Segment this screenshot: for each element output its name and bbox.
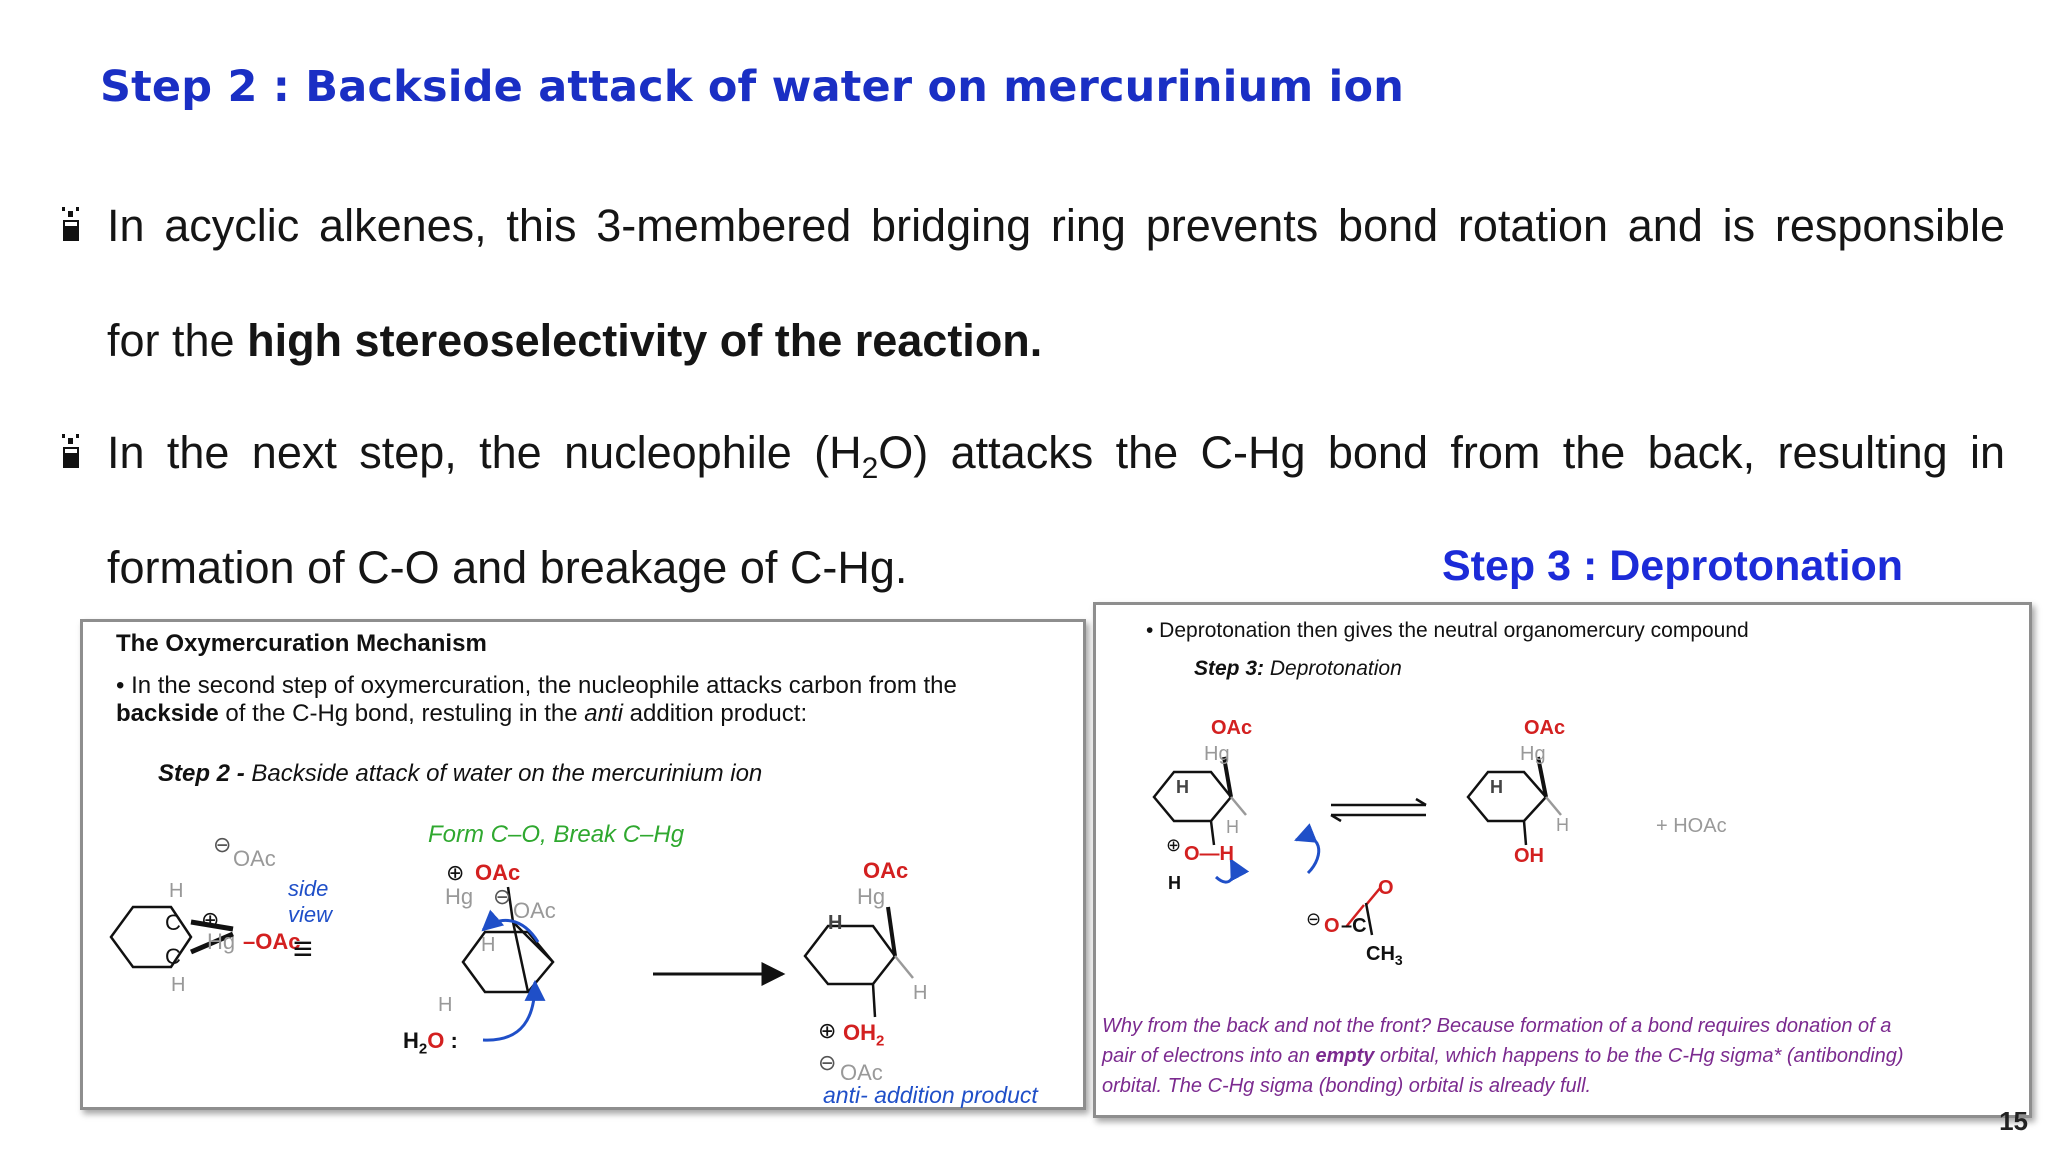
slide-heading: Step 2 : Backside attack of water on mer… [100,62,1405,112]
right-step-caption: Step 3: Deprotonation [1194,657,1402,680]
equilibrium-arrows [1330,797,1427,823]
bullet-icon [62,434,79,468]
side-view-label: view [288,902,333,927]
panel-text-line2: backside of the C-Hg bond, restuling in … [116,700,808,727]
deprotonation-arrow [1294,823,1321,875]
oac-label: OAc [1211,717,1253,739]
mercurinium-ion [109,905,234,969]
panel-step-caption: Step 2 - Backside attack of water on the… [158,760,763,787]
h-label: H [1226,817,1239,837]
form-break-label: Form C–O, Break C–Hg [428,821,685,848]
panel-text-line1: • In the second step of oxymercuration, … [116,672,957,699]
acetate-o-label: O [1324,915,1340,937]
h-label: H [438,994,453,1016]
oac-label: OAc [1524,717,1566,739]
explanation-line3: orbital. The C-Hg sigma (bonding) orbita… [1102,1075,1592,1097]
plus-charge: ⊕ [201,907,220,932]
hg-label: Hg [1204,743,1230,765]
page-number: 15 [1999,1106,2028,1136]
plus-charge: ⊕ [446,860,465,885]
acetate-label: OAc [513,898,556,923]
hydroxyl-label: OH [1514,845,1544,867]
plus-charge: ⊕ [1166,835,1182,855]
h-label: H [1490,777,1503,797]
side-view-label: side [288,876,329,901]
h-label: H [481,934,496,956]
protonated-alcohol [1152,756,1247,846]
oac-label: –OAc [243,929,301,954]
organomercury-product [1466,756,1562,846]
h-label: H [1176,777,1189,797]
bullet2-line2: formation of C-O and breakage of C-Hg. [107,542,908,593]
h-label: H [171,974,186,996]
acetate-label: OAc [233,846,276,871]
h-label: H [169,880,184,902]
step2-reaction-scheme [109,886,914,1042]
bullet-icon [62,207,79,241]
h-label: H [1168,873,1181,893]
step3-heading: Step 3 : Deprotonation [1442,542,1904,590]
carbon-label: C [165,944,181,969]
h-label: H [828,912,843,934]
oac-label: OAc [863,858,909,883]
carbonyl-o-label: O [1378,877,1394,899]
h-label: H [913,982,928,1004]
hg-label: Hg [445,884,474,909]
hoac-byproduct: + HOAc [1656,815,1727,837]
minus-charge: ⊖ [493,884,512,909]
oac-label: OAc [475,860,521,885]
explanation-line2: pair of electrons into an empty orbital,… [1102,1045,1904,1067]
panel-title: The Oxymercuration Mechanism [116,630,487,657]
equivalence-symbol: ≡ [293,930,313,968]
right-panel-bullet: • Deprotonation then gives the neutral o… [1146,619,1749,642]
oxonium-label: O—H [1184,843,1234,865]
deprotonation-image: • Deprotonation then gives the neutral o… [1093,602,2032,1118]
minus-charge: ⊖ [1306,909,1322,929]
hg-label: Hg [207,929,236,954]
bullet2-line1: In the next step, the nucleophile (H2O) … [107,427,2006,485]
electron-arrow [1214,858,1250,884]
bullet1-bold-text: high stereoselectivity of the reaction. [247,315,1043,366]
oxonium-label: OH2 [843,1020,885,1050]
acetate-base [1345,886,1382,936]
plus-charge: ⊕ [818,1018,837,1043]
acetate-label: OAc [840,1060,883,1085]
h-label: H [1556,815,1569,835]
explanation-line1: Why from the back and not the front? Bec… [1102,1015,1892,1037]
bullet1-line2: for the high stereoselectivity of the re… [107,315,1043,366]
minus-charge: ⊖ [213,832,232,857]
water-label: H2O : [403,1028,458,1058]
minus-charge: ⊖ [818,1050,837,1075]
methyl-label: CH3 [1366,943,1403,968]
anti-product-label: anti- addition product [823,1082,1038,1108]
anti-addition-product [803,906,914,1018]
acetate-c-label: –C [1341,915,1367,937]
carbon-label: C [165,910,181,935]
bond-break-arrow [481,909,540,943]
step3-reaction-scheme [1152,756,1562,936]
bullet1-line1: In acyclic alkenes, this 3-membered brid… [107,200,2005,251]
nucleophile-arrow [482,979,546,1042]
hg-label: Hg [1520,743,1546,765]
hg-label: Hg [857,884,886,909]
oxymercuration-mechanism-image: The Oxymercuration Mechanism • In the se… [80,619,1086,1110]
